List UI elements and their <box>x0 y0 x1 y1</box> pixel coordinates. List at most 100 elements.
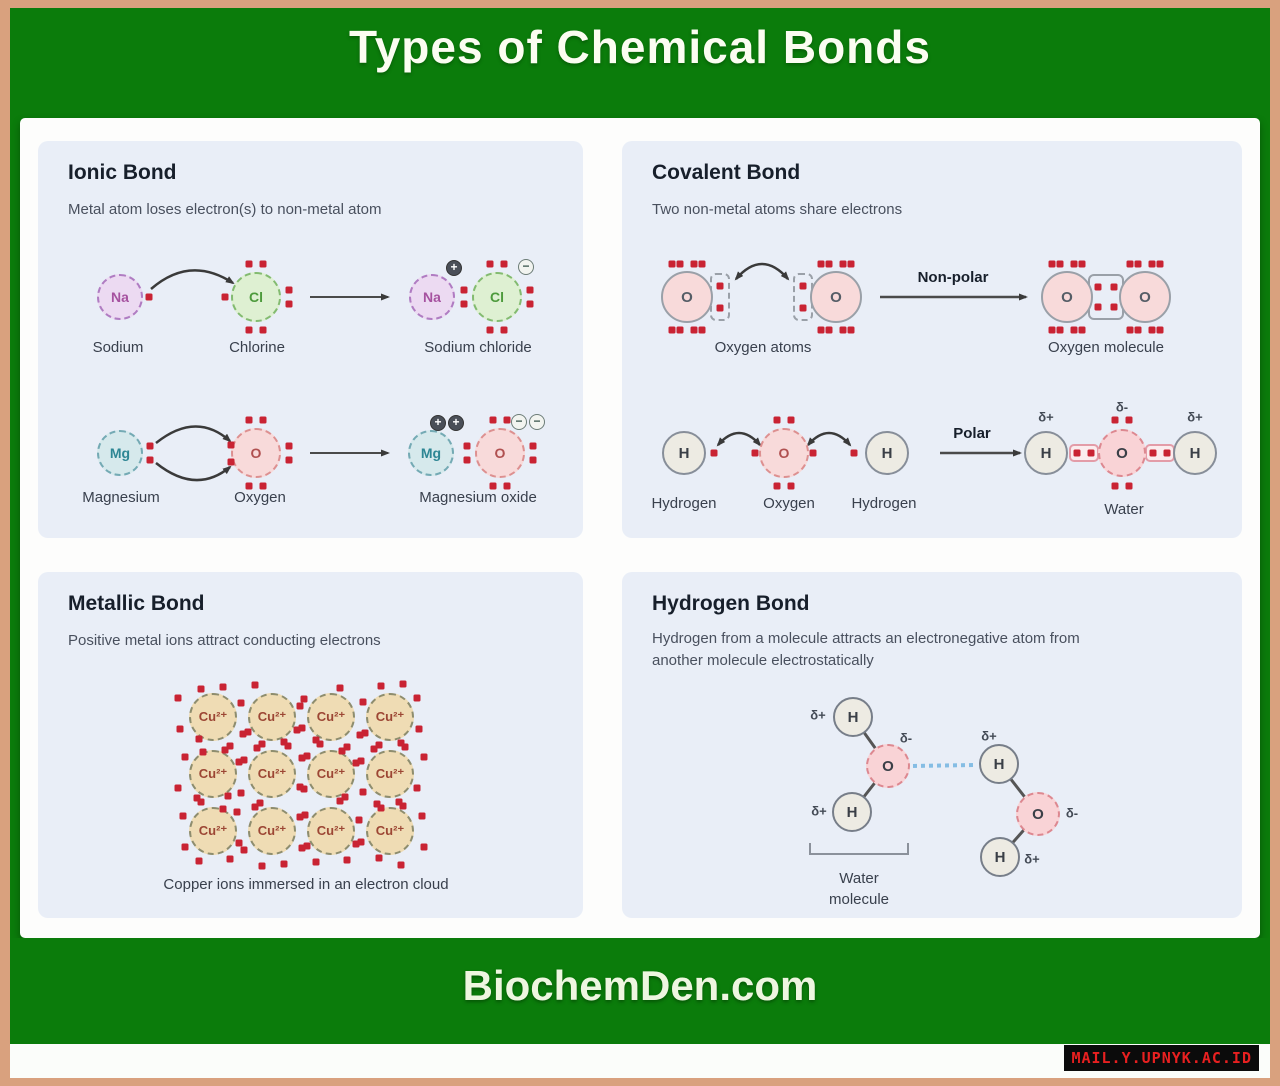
delta-plus-label: δ+ <box>981 728 997 744</box>
oxygen-atoms-label: Oxygen atoms <box>714 339 812 356</box>
electron-dot-icon <box>1070 326 1078 334</box>
electron-dot-icon <box>839 326 847 334</box>
oxygen-atom: O <box>231 428 281 478</box>
electron-dot-icon <box>377 682 385 690</box>
chloride-ion: Cl <box>472 272 522 322</box>
electron-dot-icon <box>486 260 494 268</box>
electron-dot-icon <box>773 482 781 490</box>
electron-dot-icon <box>259 482 267 490</box>
hydrogen-atom: H <box>832 792 872 832</box>
electron-dot-icon <box>847 260 855 268</box>
ionic-arrows-art <box>150 269 390 482</box>
electron-dot-icon <box>239 730 247 738</box>
electron-dot-icon <box>825 326 833 334</box>
electron-dot-icon <box>240 756 248 764</box>
copper-ion: Cu²⁺ <box>189 807 237 855</box>
oxygen-atom-molecule: O <box>1119 271 1171 323</box>
electron-dot-icon <box>397 739 405 747</box>
copper-ion: Cu²⁺ <box>366 693 414 741</box>
electron-dot-icon <box>361 729 369 737</box>
electron-dot-icon <box>174 784 182 792</box>
magnesium-oxide-label: Magnesium oxide <box>419 489 537 506</box>
hydrogen-bond-title: Hydrogen Bond <box>652 592 810 615</box>
electron-dot-icon <box>1070 260 1078 268</box>
oxygen-label: Oxygen <box>763 495 815 512</box>
share-arrow-h2-o <box>806 431 852 447</box>
share-arrow-oxygen <box>734 262 790 281</box>
panel-hydrogen-bond: Hydrogen Bond Hydrogen from a molecule a… <box>622 572 1242 918</box>
electron-dot-icon <box>839 260 847 268</box>
electron-dot-icon <box>259 326 267 334</box>
electron-dot-icon <box>226 742 234 750</box>
electron-dot-icon <box>676 326 684 334</box>
electron-dot-icon <box>489 482 497 490</box>
electron-dot-icon <box>146 456 154 464</box>
electron-dot-icon <box>300 785 308 793</box>
electron-dot-icon <box>787 416 795 424</box>
metallic-caption: Copper ions immersed in an electron clou… <box>163 876 449 893</box>
electron-dot-icon <box>359 698 367 706</box>
electron-dot-icon <box>1148 326 1156 334</box>
electron-dot-icon <box>668 260 676 268</box>
oxygen-atom: O <box>661 271 713 323</box>
electron-dot-icon <box>401 743 409 751</box>
electron-dot-icon <box>377 804 385 812</box>
electron-dot-icon <box>825 260 833 268</box>
hydrogen-label: Hydrogen <box>851 495 917 512</box>
electron-dot-icon <box>676 260 684 268</box>
hydrogen-bond-art <box>809 716 1040 858</box>
electron-dot-icon <box>399 802 407 810</box>
electron-dot-icon <box>1156 260 1164 268</box>
copper-ion: Cu²⁺ <box>248 807 296 855</box>
electron-dot-icon <box>1048 260 1056 268</box>
electron-dot-icon <box>176 725 184 733</box>
electron-dot-icon <box>355 816 363 824</box>
water-molecule-label-line2: molecule <box>828 891 890 908</box>
copper-ion: Cu²⁺ <box>366 750 414 798</box>
electron-dot-icon <box>529 456 537 464</box>
chlorine-atom: Cl <box>231 272 281 322</box>
water-oxygen-atom: O <box>1098 429 1146 477</box>
electron-dot-icon <box>399 680 407 688</box>
electron-dot-icon <box>370 745 378 753</box>
electron-transfer-arrow-na-cl <box>150 269 235 290</box>
electron-dot-icon <box>145 293 153 301</box>
covalent-arrows-art <box>716 262 1028 457</box>
water-molecule-bracket <box>809 843 909 855</box>
electron-dot-icon <box>181 843 189 851</box>
minus-charge-icon: − <box>518 259 534 275</box>
bottom-strip <box>10 1044 1270 1078</box>
copper-ion: Cu²⁺ <box>189 693 237 741</box>
electron-dot-icon <box>463 442 471 450</box>
oxygen-atom: O <box>810 271 862 323</box>
panel-metallic-bond: Metallic Bond Positive metal ions attrac… <box>38 572 583 918</box>
electron-transfer-arrow-mg-o-2 <box>155 462 232 482</box>
electron-dot-icon <box>489 416 497 424</box>
chlorine-label: Chlorine <box>229 339 285 356</box>
electron-dot-icon <box>285 442 293 450</box>
electron-dot-icon <box>300 695 308 703</box>
electron-dot-icon <box>181 753 189 761</box>
electron-dot-icon <box>341 793 349 801</box>
copper-ion: Cu²⁺ <box>248 693 296 741</box>
electron-dot-icon <box>787 482 795 490</box>
sodium-chloride-label: Sodium chloride <box>424 339 532 356</box>
electron-dot-icon <box>146 442 154 450</box>
electron-dot-icon <box>847 326 855 334</box>
hydrogen-atom: H <box>833 697 873 737</box>
electron-dot-icon <box>418 812 426 820</box>
electron-dot-icon <box>251 803 259 811</box>
electron-dot-icon <box>235 839 243 847</box>
electron-dot-icon <box>301 811 309 819</box>
electron-dot-icon <box>1125 416 1133 424</box>
electron-dot-icon <box>258 862 266 870</box>
minus-charge-icon: − <box>529 414 545 430</box>
covalent-bond-diagram: O O O O Non-polar Oxygen atoms Oxygen mo… <box>622 221 1242 538</box>
electron-dot-icon <box>460 286 468 294</box>
electron-dot-icon <box>179 812 187 820</box>
delta-minus-label: δ- <box>899 730 913 746</box>
electron-dot-icon <box>397 861 405 869</box>
electron-dot-icon <box>245 260 253 268</box>
electron-dot-icon <box>219 805 227 813</box>
